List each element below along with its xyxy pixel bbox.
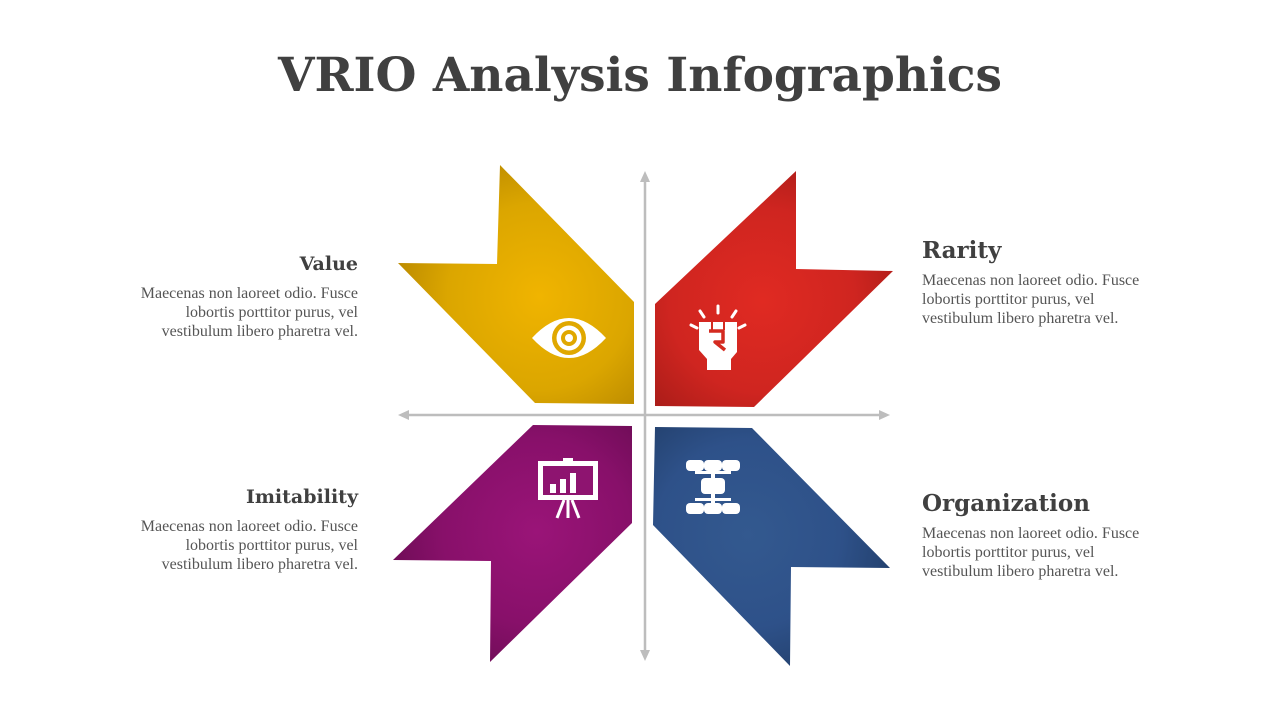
imitability-description-line: lobortis porttitor purus, vel	[185, 537, 358, 554]
org-chart-icon	[686, 460, 740, 514]
imitability-arrow-shape	[393, 425, 632, 662]
value-arrow-shape	[398, 165, 634, 404]
organization-description-line: vestibulum libero pharetra vel.	[922, 563, 1119, 580]
horizontal-axis	[398, 410, 890, 420]
imitability-description-line: Maecenas non laoreet odio. Fusce	[140, 518, 358, 535]
imitability-heading: Imitability	[245, 486, 358, 508]
value-description: Maecenas non laoreet odio. Fusce loborti…	[58, 284, 358, 341]
rarity-arrow-shape	[655, 171, 893, 407]
presentation-board-icon	[538, 458, 598, 519]
rarity-description: Maecenas non laoreet odio. Fusce loborti…	[922, 271, 1222, 328]
rarity-description-line: Maecenas non laoreet odio. Fusce	[922, 272, 1140, 289]
value-description-line: Maecenas non laoreet odio. Fusce	[140, 285, 358, 302]
rarity-block: Rarity Maecenas non laoreet odio. Fusce …	[922, 235, 1222, 328]
value-block: Value Maecenas non laoreet odio. Fusce l…	[58, 250, 358, 341]
imitability-block: Imitability Maecenas non laoreet odio. F…	[58, 483, 358, 574]
rarity-description-line: lobortis porttitor purus, vel	[922, 291, 1095, 308]
eye-icon	[532, 318, 606, 358]
organization-heading: Organization	[922, 490, 1090, 517]
value-description-line: vestibulum libero pharetra vel.	[161, 323, 358, 340]
value-heading: Value	[299, 253, 358, 275]
page-title: VRIO Analysis Infographics	[278, 48, 1002, 103]
organization-description-line: lobortis porttitor purus, vel	[922, 544, 1095, 561]
organization-description-line: Maecenas non laoreet odio. Fusce	[922, 525, 1140, 542]
rarity-heading: Rarity	[922, 237, 1002, 264]
raised-fist-icon	[689, 304, 747, 370]
value-description-line: lobortis porttitor purus, vel	[185, 304, 358, 321]
imitability-description-line: vestibulum libero pharetra vel.	[161, 556, 358, 573]
organization-block: Organization Maecenas non laoreet odio. …	[922, 488, 1222, 581]
organization-description: Maecenas non laoreet odio. Fusce loborti…	[922, 524, 1222, 581]
rarity-description-line: vestibulum libero pharetra vel.	[922, 310, 1119, 327]
imitability-description: Maecenas non laoreet odio. Fusce loborti…	[58, 517, 358, 574]
